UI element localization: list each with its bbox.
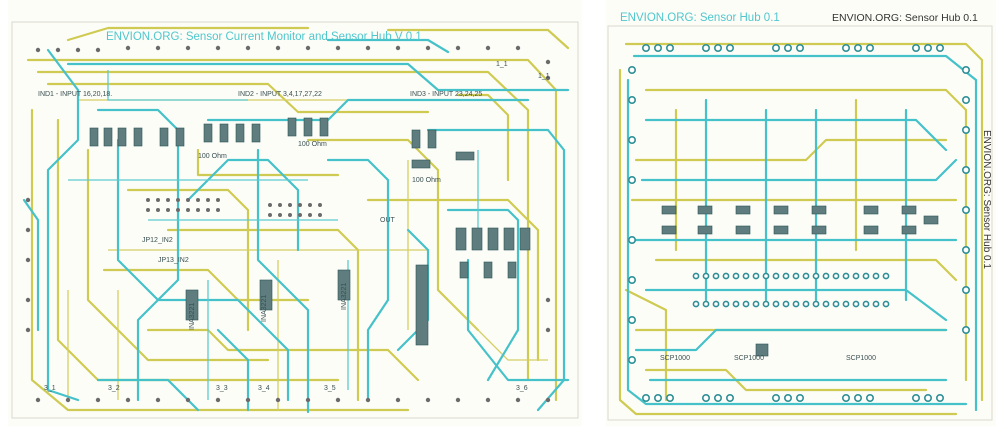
label-pin36: 3_6 [516,385,528,392]
right-board-outline [607,25,993,421]
label-u3: SCP1000 [846,355,876,362]
left-pcb-board: ENVION.ORG: Sensor Current Monitor and S… [8,0,582,426]
left-pcb-layout: ENVION.ORG: Sensor Current Monitor and S… [11,21,579,419]
right-pin-header-rows [692,272,890,308]
label-100ohm-c: 100 Ohm [412,177,441,184]
left-bottom-traces [22,38,570,414]
label-pin11b: 1_1 [538,73,550,80]
label-pin32: 3_2 [108,385,120,392]
label-100ohm-b: 100 Ohm [298,141,327,148]
right-board-title-vertical: ENVION.ORG: Sensor Hub 0.1 [981,130,992,269]
label-pin31: 3_1 [44,385,56,392]
right-bottom-traces [626,54,978,412]
left-board-outline [11,21,579,419]
left-pads [25,45,551,403]
label-jp12: JP12_IN2 [142,237,173,244]
label-ind1: IND1 - INPUT 16,20,18. [38,91,112,98]
right-pcb-layout: ENVION.ORG: Sensor Hub 0.1 ENVION.ORG: S… [607,12,993,421]
label-ind3: IND3 - INPUT 23,24,25 [410,91,482,98]
right-board-title-right: ENVION.ORG: Sensor Hub 0.1 [832,12,978,24]
label-u2: SCP1000 [734,355,764,362]
label-ic2: INA3221 [261,295,268,322]
label-100ohm-a: 100 Ohm [198,153,227,160]
label-ind2: IND2 - INPUT 3,4,17,27,22 [238,91,322,98]
left-ic-footprints [185,264,429,346]
left-smd-resistors [89,117,531,279]
label-ic1: INA3221 [189,303,196,330]
right-board-title-left: ENVION.ORG: Sensor Hub 0.1 [620,12,780,24]
right-pcb-board: ENVION.ORG: Sensor Hub 0.1 ENVION.ORG: S… [606,0,996,426]
label-pin35: 3_5 [324,385,336,392]
label-ic3: INA3221 [341,283,348,310]
right-top-traces [618,42,984,416]
label-out: OUT [380,217,396,224]
right-smd-parts [661,205,939,357]
label-pin33: 3_3 [216,385,228,392]
left-board-title: ENVION.ORG: Sensor Current Monitor and S… [106,31,422,43]
label-u1: SCP1000 [660,355,690,362]
label-jp13: JP13_IN2 [158,257,189,264]
label-pin34: 3_4 [258,385,270,392]
right-header-pads [627,43,970,402]
label-pin11a: 1_1 [496,61,508,68]
